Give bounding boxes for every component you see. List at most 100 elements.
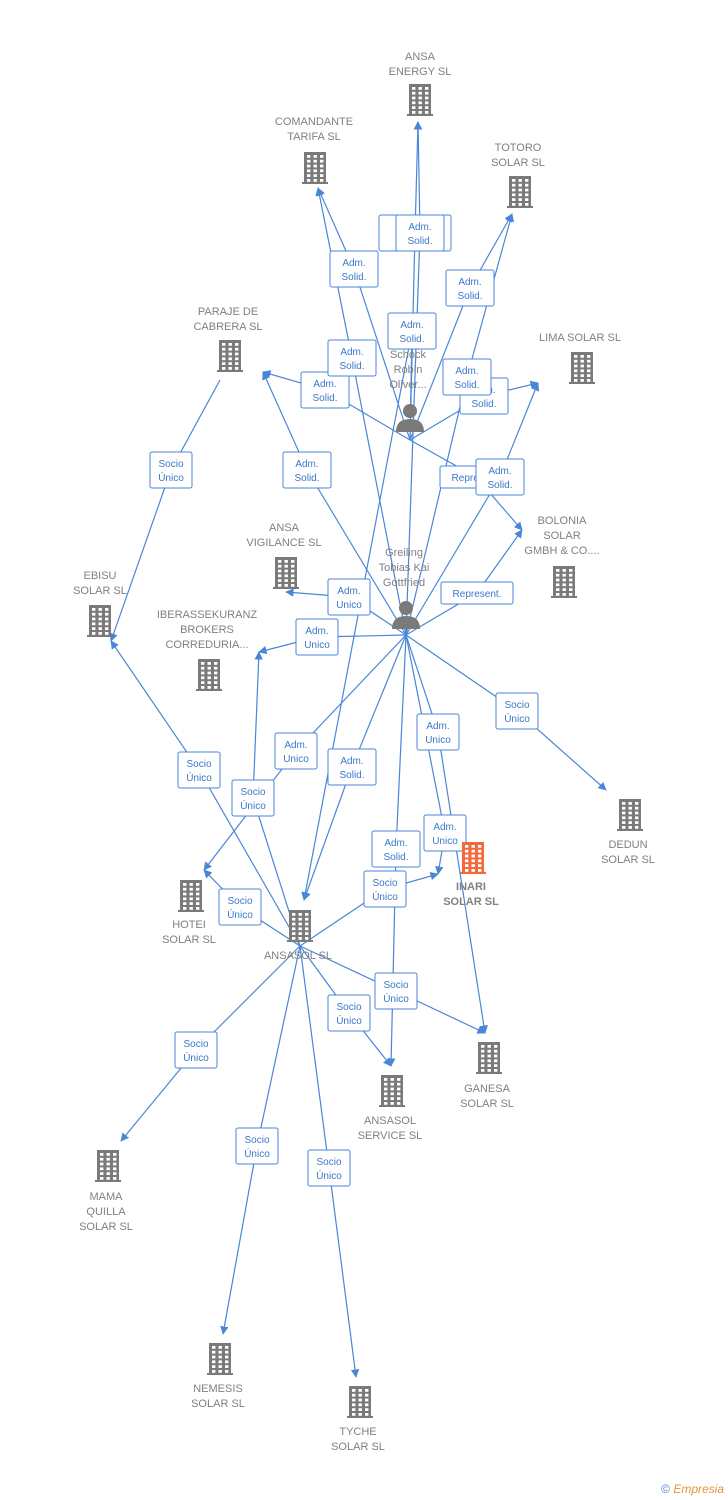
edge-label-text: Único [244,1147,270,1160]
footer-brand[interactable]: © Empresia [661,1482,724,1496]
building-icon [347,1386,373,1418]
node-label: CORREDURIA... [165,639,248,651]
edge-label[interactable]: Adm. Solid. [300,371,350,409]
edge-label[interactable]: Adm.Unico [327,578,371,616]
edge-label[interactable]: Adm.Solid. [327,339,377,377]
edge-label-text: Adm. [455,366,478,377]
node-iberassekuranz[interactable]: IBERASSEKURANZBROKERSCORREDURIA... [157,609,258,691]
edge-label-text: Único [186,771,212,784]
edge-label-text: Único [158,471,184,484]
node-label: COMANDANTE [275,116,353,128]
node-paraje[interactable]: PARAJE DE CABRERA SL [193,306,263,372]
edge-label-text: Adm. [313,379,336,390]
node-label: Greiling [385,547,423,559]
edge-label-box [495,692,539,730]
edge-label-text: Único [240,799,266,812]
node-label: ENERGY SL [389,66,452,78]
edge-label[interactable]: Adm.Solid. [371,830,421,868]
building-icon [302,152,328,184]
node-label: DEDUN [608,839,647,851]
edge-label-text: Adm. [433,822,456,833]
edge-label-box [327,748,377,786]
building-icon [95,1150,121,1182]
edge-label[interactable]: Represent. [440,581,514,605]
building-icon [207,1343,233,1375]
node-label: PARAJE DE [198,306,258,318]
edge-label-text: Socio [372,878,397,889]
edge-label-text: Solid. [312,393,337,404]
edge-label-text: Único [504,712,530,725]
edge-label-box [300,371,350,409]
edge-label[interactable]: Adm.Solid. [327,748,377,786]
edge-label[interactable]: Adm.Solid. [475,458,525,496]
edge-label-text: Único [316,1169,342,1182]
edge-label[interactable]: Adm.Unico [423,814,467,852]
node-label: TARIFA SL [287,131,341,143]
edge-label-box [416,713,460,751]
edge-label-text: Adm. [340,347,363,358]
edge-label-text: Adm. [284,740,307,751]
edge-label-text: Socio [240,787,265,798]
edge-label-text: Adm. [337,586,360,597]
building-icon [476,1042,502,1074]
edge-label-box [374,972,418,1010]
edge-label[interactable]: Adm.Solid. [445,269,495,307]
edge-label[interactable]: Adm.Solid. [387,312,437,350]
building-icon [379,1075,405,1107]
node-ansasol[interactable]: ANSASOL SL [264,910,332,962]
edge-label-text: Solid. [454,380,479,391]
edge-label[interactable]: Adm. Unico [416,713,460,751]
edge-label-text: Socio [383,980,408,991]
edge-label-text: Único [336,1014,362,1027]
node-label: Robin [394,364,423,376]
node-label: CABRERA SL [193,321,262,333]
node-label: TYCHE [339,1426,376,1438]
node-label: ANSASOL SL [264,950,332,962]
edge-label-text: Unico [425,735,451,746]
node-schock[interactable]: SchockRobinOliver... [389,349,427,432]
edge-label-text: Adm. [426,721,449,732]
node-label: LIMA SOLAR SL [539,332,621,344]
edge-label[interactable]: Adm.Solid. [282,451,332,489]
node-label: SERVICE SL [358,1130,423,1142]
edge-label[interactable]: Adm.Unico [274,732,318,770]
edge-label-box [445,269,495,307]
node-label: BOLONIA [538,515,588,527]
edge-label[interactable]: Adm.Solid. [395,214,445,252]
node-lima[interactable]: LIMA SOLAR SL [539,332,621,384]
edge-label[interactable]: Adm. Solid. [442,358,492,396]
edge-label[interactable]: Adm.Unico [295,618,339,656]
edge-label-box [149,451,193,489]
node-comandante[interactable]: COMANDANTE TARIFA SL [275,116,353,184]
edge-label-box [327,994,371,1032]
node-label: Schock [390,349,427,361]
edge-label[interactable]: Adm.Solid. [329,250,379,288]
node-label: Gottfried [383,577,425,589]
